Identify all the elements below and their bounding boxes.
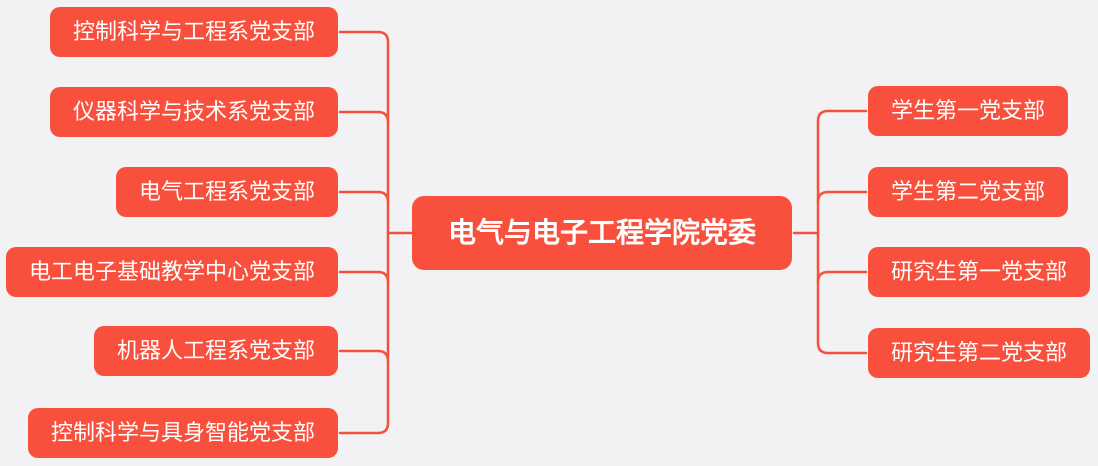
branch-node-left-6[interactable]: 控制科学与具身智能党支部	[27, 408, 338, 458]
branch-node-right-3[interactable]: 研究生第一党支部	[868, 247, 1091, 297]
connector-right-branch-3	[816, 270, 868, 284]
connector-left-branch-4	[338, 270, 390, 284]
connector-left-branch-5	[338, 349, 390, 363]
branch-node-left-4[interactable]: 电工电子基础教学中心党支部	[5, 247, 338, 297]
branch-node-left-2[interactable]: 仪器科学与技术系党支部	[49, 87, 338, 137]
root-node[interactable]: 电气与电子工程学院党委	[412, 196, 793, 270]
connector-right-branch-2	[816, 190, 868, 204]
branch-node-right-2[interactable]: 学生第二党支部	[868, 167, 1069, 217]
branch-node-left-5[interactable]: 机器人工程系党支部	[93, 326, 338, 376]
branch-node-left-3[interactable]: 电气工程系党支部	[115, 167, 338, 217]
connector-left-branch-6	[338, 421, 390, 435]
connector-left-branch-3	[338, 190, 390, 204]
connector-right-branch-4	[816, 341, 868, 355]
branch-node-right-1[interactable]: 学生第一党支部	[868, 86, 1069, 136]
connector-left-branch-1	[338, 30, 390, 44]
connector-left-branch-2	[338, 110, 390, 124]
connector-right-branch-1	[816, 109, 868, 123]
branch-node-right-4[interactable]: 研究生第二党支部	[868, 328, 1091, 378]
branch-node-left-1[interactable]: 控制科学与工程系党支部	[49, 7, 338, 57]
